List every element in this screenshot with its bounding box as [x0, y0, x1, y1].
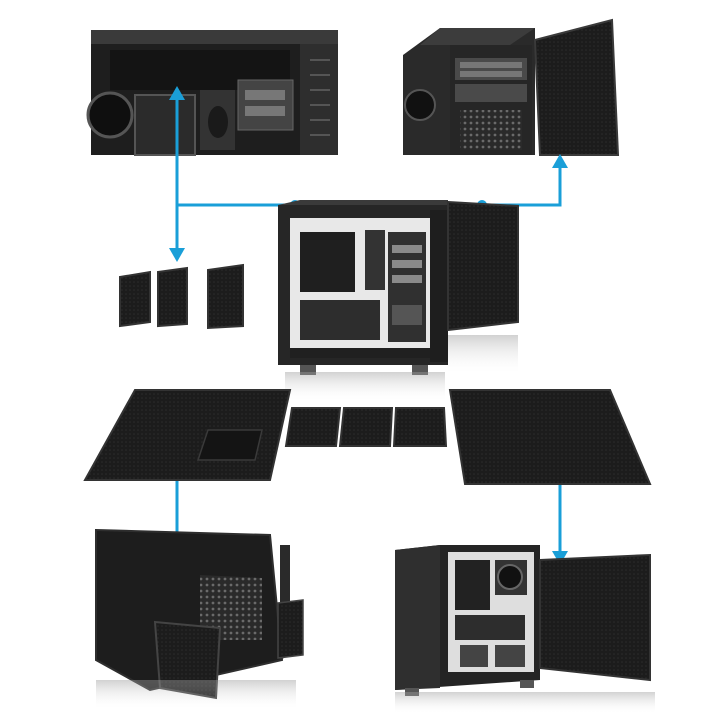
- small-dust-filters: [119, 263, 244, 330]
- photo-bottom-left-side-panel: [95, 528, 304, 710]
- bottom-dust-filters: [284, 407, 448, 447]
- front-door-panel: [447, 200, 519, 375]
- side-panel-right: [448, 389, 652, 485]
- photo-bottom-right-open-case: [395, 545, 655, 714]
- side-panel-left: [83, 389, 292, 481]
- center-open-case: [278, 200, 448, 402]
- photo-top-right-front-door: [403, 18, 620, 156]
- photo-top-left-interior: [86, 30, 338, 156]
- arrow-up-icon: [169, 86, 568, 168]
